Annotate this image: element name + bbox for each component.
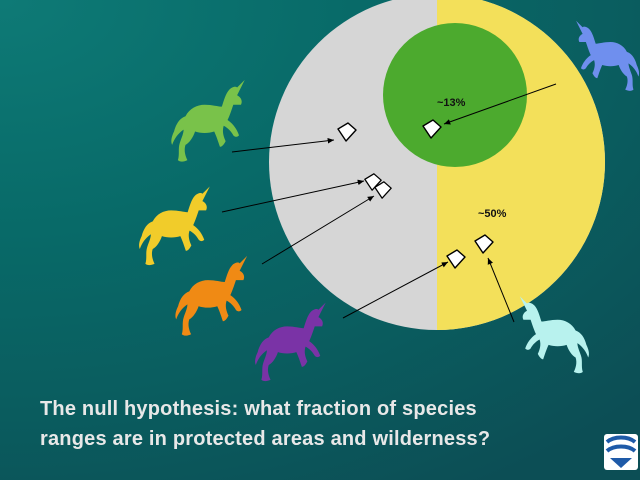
arrow-orange-unicorn xyxy=(261,195,375,265)
unicorn-icon xyxy=(139,186,210,266)
protected-area-region xyxy=(383,23,527,167)
unicorn-icon xyxy=(175,255,248,336)
caption-line-2: ranges are in protected areas and wilder… xyxy=(40,428,491,450)
arrows xyxy=(221,83,557,323)
wilderness-fraction-label: ~50% xyxy=(478,208,507,220)
caption: The null hypothesis: what fraction of sp… xyxy=(40,394,600,454)
unicorn-icon xyxy=(171,79,245,162)
arrow-blue-unicorn xyxy=(443,83,557,125)
arrow-purple-unicorn xyxy=(342,261,449,319)
protected-fraction-label: ~13% xyxy=(437,97,466,109)
arrow-yellow-unicorn xyxy=(221,179,365,213)
arrow-green-unicorn xyxy=(231,137,335,153)
caption-line-1: The null hypothesis: what fraction of sp… xyxy=(40,398,477,420)
unicorn-icon xyxy=(519,296,589,374)
logo-icon xyxy=(604,434,638,470)
unicorn-icon xyxy=(255,302,326,382)
arrow-cyan-unicorn xyxy=(487,257,515,323)
unicorn-icon xyxy=(576,20,640,91)
